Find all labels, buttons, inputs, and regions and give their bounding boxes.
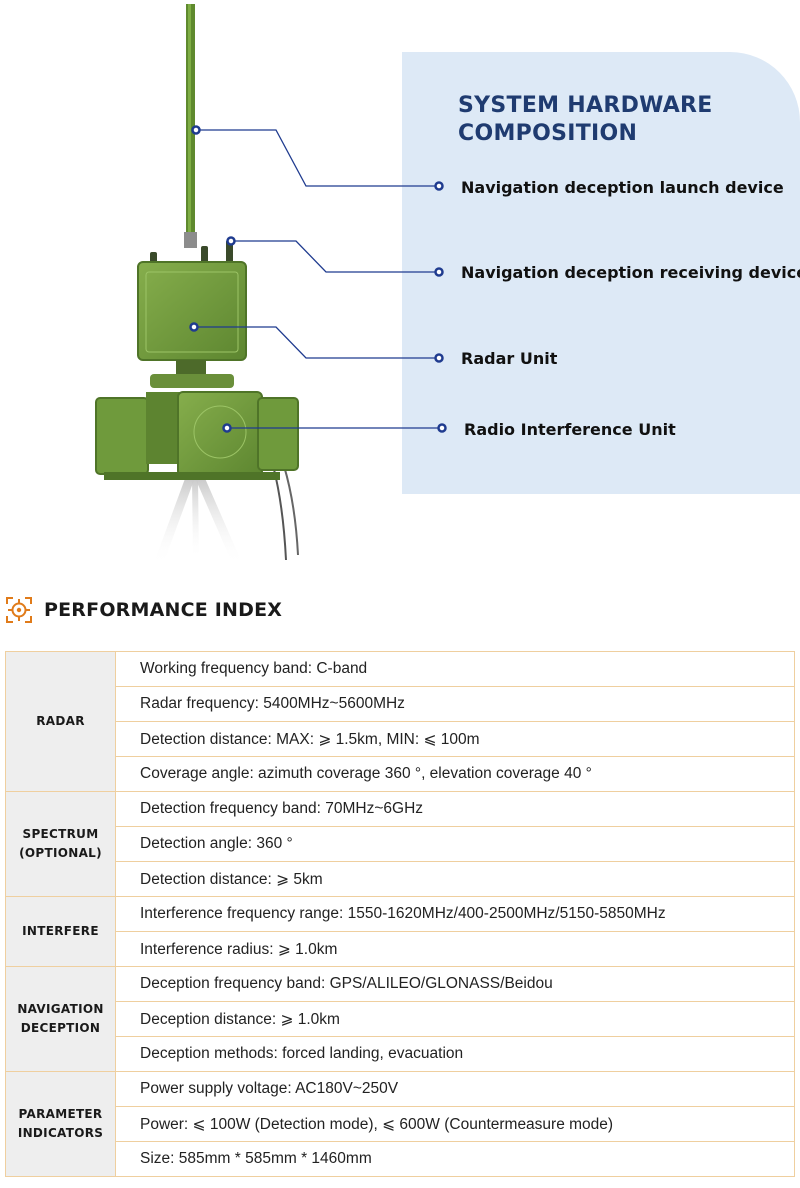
crosshair-target-icon	[6, 597, 32, 623]
category-spectrum: SPECTRUM (OPTIONAL)	[5, 791, 116, 897]
tripod	[153, 476, 243, 567]
performance-title: PERFORMANCE INDEX	[44, 599, 283, 621]
table-row: Interference radius: ⩾ 1.0km	[6, 931, 795, 967]
callout-receiving-device: Navigation deception receiving device	[461, 263, 800, 282]
callout-launch-device: Navigation deception launch device	[461, 178, 784, 197]
performance-table: RADAR Working frequency band: C-band Rad…	[5, 651, 795, 1177]
antenna-mast	[184, 4, 197, 248]
table-row: Deception methods: forced landing, evacu…	[6, 1036, 795, 1072]
callout-lines	[194, 129, 440, 429]
callout-line-receiving	[231, 240, 436, 273]
interference-units	[95, 391, 299, 480]
category-parameter-indicators: PARAMETER INDICATORS	[5, 1071, 116, 1177]
spec-cell: Deception frequency band: GPS/ALILEO/GLO…	[115, 966, 795, 1002]
table-row: Detection distance: ⩾ 5km	[6, 861, 795, 897]
table-row: Power: ⩽ 100W (Detection mode), ⩽ 600W (…	[6, 1106, 795, 1142]
device-illustration	[95, 4, 299, 567]
table-row: Radar frequency: 5400MHz~5600MHz	[6, 686, 795, 722]
spec-cell: Size: 585mm * 585mm * 1460mm	[115, 1141, 795, 1177]
table-row: Size: 585mm * 585mm * 1460mm	[6, 1141, 795, 1177]
table-row: SPECTRUM (OPTIONAL) Detection frequency …	[5, 791, 795, 897]
spec-cell: Deception methods: forced landing, evacu…	[115, 1036, 795, 1072]
spec-cell: Detection frequency band: 70MHz~6GHz	[115, 791, 795, 827]
category-interfere: INTERFERE	[5, 896, 116, 967]
spec-cell: Power supply voltage: AC180V~250V	[115, 1071, 795, 1107]
spec-cell: Detection distance: MAX: ⩾ 1.5km, MIN: ⩽…	[115, 721, 795, 757]
table-row: Coverage angle: azimuth coverage 360 °, …	[6, 756, 795, 792]
hardware-info-panel	[402, 52, 800, 494]
table-row: NAVIGATION DECEPTION Deception frequency…	[5, 966, 795, 1072]
spec-cell: Working frequency band: C-band	[115, 651, 795, 687]
callout-dots	[189, 125, 447, 433]
table-row: PARAMETER INDICATORS Power supply voltag…	[5, 1071, 795, 1177]
spec-cell: Power: ⩽ 100W (Detection mode), ⩽ 600W (…	[115, 1106, 795, 1142]
callout-radio-interference-unit: Radio Interference Unit	[464, 420, 676, 439]
table-row: Detection distance: MAX: ⩾ 1.5km, MIN: ⩽…	[6, 721, 795, 757]
spec-cell: Coverage angle: azimuth coverage 360 °, …	[115, 756, 795, 792]
performance-heading: PERFORMANCE INDEX	[4, 594, 282, 626]
device-diagram	[95, 4, 447, 567]
table-row: RADAR Working frequency band: C-band	[5, 651, 795, 792]
spec-cell: Detection distance: ⩾ 5km	[115, 861, 795, 897]
hardware-section: SYSTEM HARDWARE COMPOSITION Navigation d…	[0, 0, 800, 570]
spec-cell: Deception distance: ⩾ 1.0km	[115, 1001, 795, 1037]
spec-cell: Interference radius: ⩾ 1.0km	[115, 931, 795, 967]
callout-line-radar	[194, 326, 436, 359]
table-row: INTERFERE Interference frequency range: …	[5, 896, 795, 967]
spec-cell: Interference frequency range: 1550-1620M…	[115, 896, 795, 932]
radar-panel	[137, 261, 247, 376]
table-row: Deception distance: ⩾ 1.0km	[6, 1001, 795, 1037]
table-row: Detection angle: 360 °	[6, 826, 795, 862]
category-radar: RADAR	[5, 651, 116, 792]
callout-radar-unit: Radar Unit	[461, 349, 558, 368]
spec-cell: Detection angle: 360 °	[115, 826, 795, 862]
spec-cell: Radar frequency: 5400MHz~5600MHz	[115, 686, 795, 722]
category-navigation-deception: NAVIGATION DECEPTION	[5, 966, 116, 1072]
callout-line-launch	[196, 129, 436, 187]
hardware-title: SYSTEM HARDWARE COMPOSITION	[458, 93, 713, 146]
